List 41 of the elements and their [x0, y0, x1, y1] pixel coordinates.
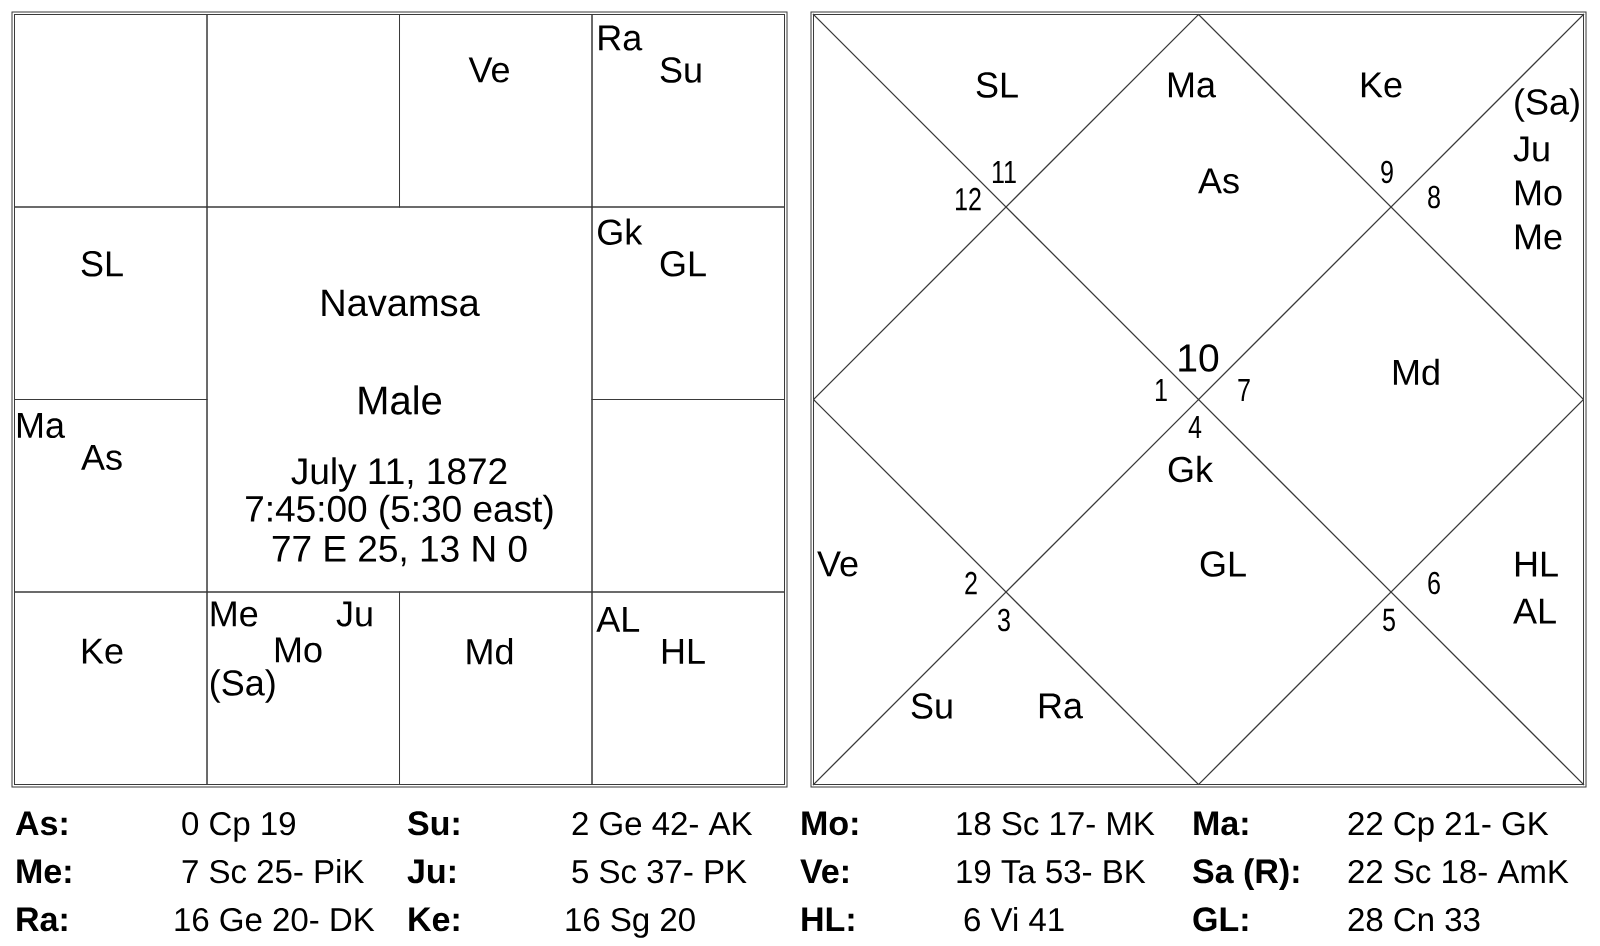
chart-cell: [591, 399, 785, 593]
position-text: 28 Cn 33: [1348, 907, 1480, 932]
chart-frame: [810, 11, 1587, 788]
planet-label: Me:: [17, 859, 71, 884]
planet-label: Ke:: [409, 907, 459, 932]
planet-label: Su:: [408, 811, 459, 836]
position-text: 16 Ge 20- DK: [175, 907, 375, 932]
chart-cell: [206, 14, 400, 208]
chart-cell: Ke: [14, 591, 208, 785]
chart-cell: [14, 14, 208, 208]
chart-frame: [11, 11, 788, 788]
chart-cell: Ra Su: [591, 14, 785, 208]
node-label: As: [1198, 168, 1239, 194]
position-text: 2 Ge 42- AK: [572, 811, 753, 836]
chart-cell: Gk GL: [591, 206, 785, 400]
position-text: 0 Cp 19: [182, 811, 295, 842]
position-text: 7 Sc 25- PiK: [182, 859, 364, 884]
position-text: 22 Sc 18- AmK: [1348, 859, 1569, 884]
chart-cell: SL: [14, 206, 208, 400]
node-label: Ma: [1168, 72, 1217, 98]
chart-cell: AL HL: [591, 591, 785, 785]
position-text: 5 Sc 37- PK: [572, 859, 747, 884]
planet-label: Sa (R):: [1193, 858, 1299, 891]
position-text: 19 Ta 53- BK: [957, 859, 1146, 884]
position-text: 22 Cp 21- GK: [1348, 811, 1549, 842]
chart-cell: Ma As: [14, 399, 208, 593]
position-text: 18 Sc 17- MK: [957, 811, 1155, 836]
planet-label: Ju:: [407, 859, 455, 884]
planet-label: Ve:: [800, 859, 848, 884]
position-text: 16 Sg 20: [566, 907, 695, 938]
planet-label: Ra:: [17, 907, 67, 932]
chart-cell: Md: [399, 591, 593, 785]
chart-cell: Ve: [399, 14, 593, 208]
position-text: 6 Vi 41: [964, 907, 1064, 932]
node-label: 10: [1179, 344, 1219, 372]
planet-label: Mo:: [802, 811, 858, 836]
planet-label: Ma:: [1194, 811, 1248, 836]
planet-label: GL:: [1193, 907, 1248, 932]
chart-center-box: Navamsa Male July 11, 1872 7:45:00 (5:30 east) 77 E 25, 13 N 0: [206, 206, 593, 593]
planet-label: HL:: [802, 907, 854, 931]
chart-cell: Me Ju Mo (Sa): [206, 591, 400, 785]
